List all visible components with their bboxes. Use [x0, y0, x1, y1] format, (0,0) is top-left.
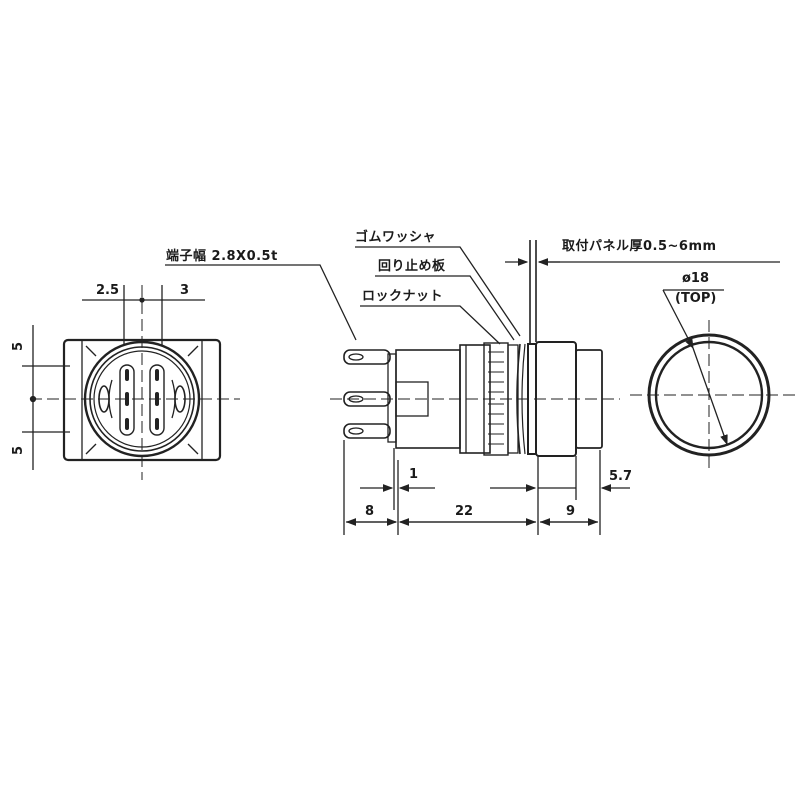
- dim-top-diameter: ø18: [682, 271, 710, 286]
- dim-side-9: 9: [566, 504, 576, 519]
- dim-side-8: 8: [365, 504, 375, 519]
- dim-side-5-7: 5.7: [609, 469, 633, 484]
- callout-terminal-width: 端子幅 2.8X0.5t: [166, 249, 278, 264]
- dim-rear-2-5: 2.5: [96, 283, 120, 298]
- top-view: [630, 289, 795, 470]
- callout-anti-rotation-plate: 回り止め板: [378, 259, 446, 274]
- callout-rubber-washer: ゴムワッシャ: [355, 230, 437, 245]
- dim-top-note: (TOP): [675, 291, 717, 306]
- dim-rear-5-lower: 5: [11, 445, 27, 456]
- rear-view: [22, 285, 240, 480]
- callout-lock-nut: ロックナット: [362, 289, 444, 304]
- callout-panel-thickness: 取付パネル厚0.5~6mm: [562, 239, 717, 254]
- dim-rear-3: 3: [180, 283, 190, 298]
- dim-rear-5-upper: 5: [11, 341, 27, 352]
- side-view: [165, 240, 780, 535]
- dim-side-1: 1: [409, 467, 419, 482]
- dim-side-22: 22: [455, 504, 474, 519]
